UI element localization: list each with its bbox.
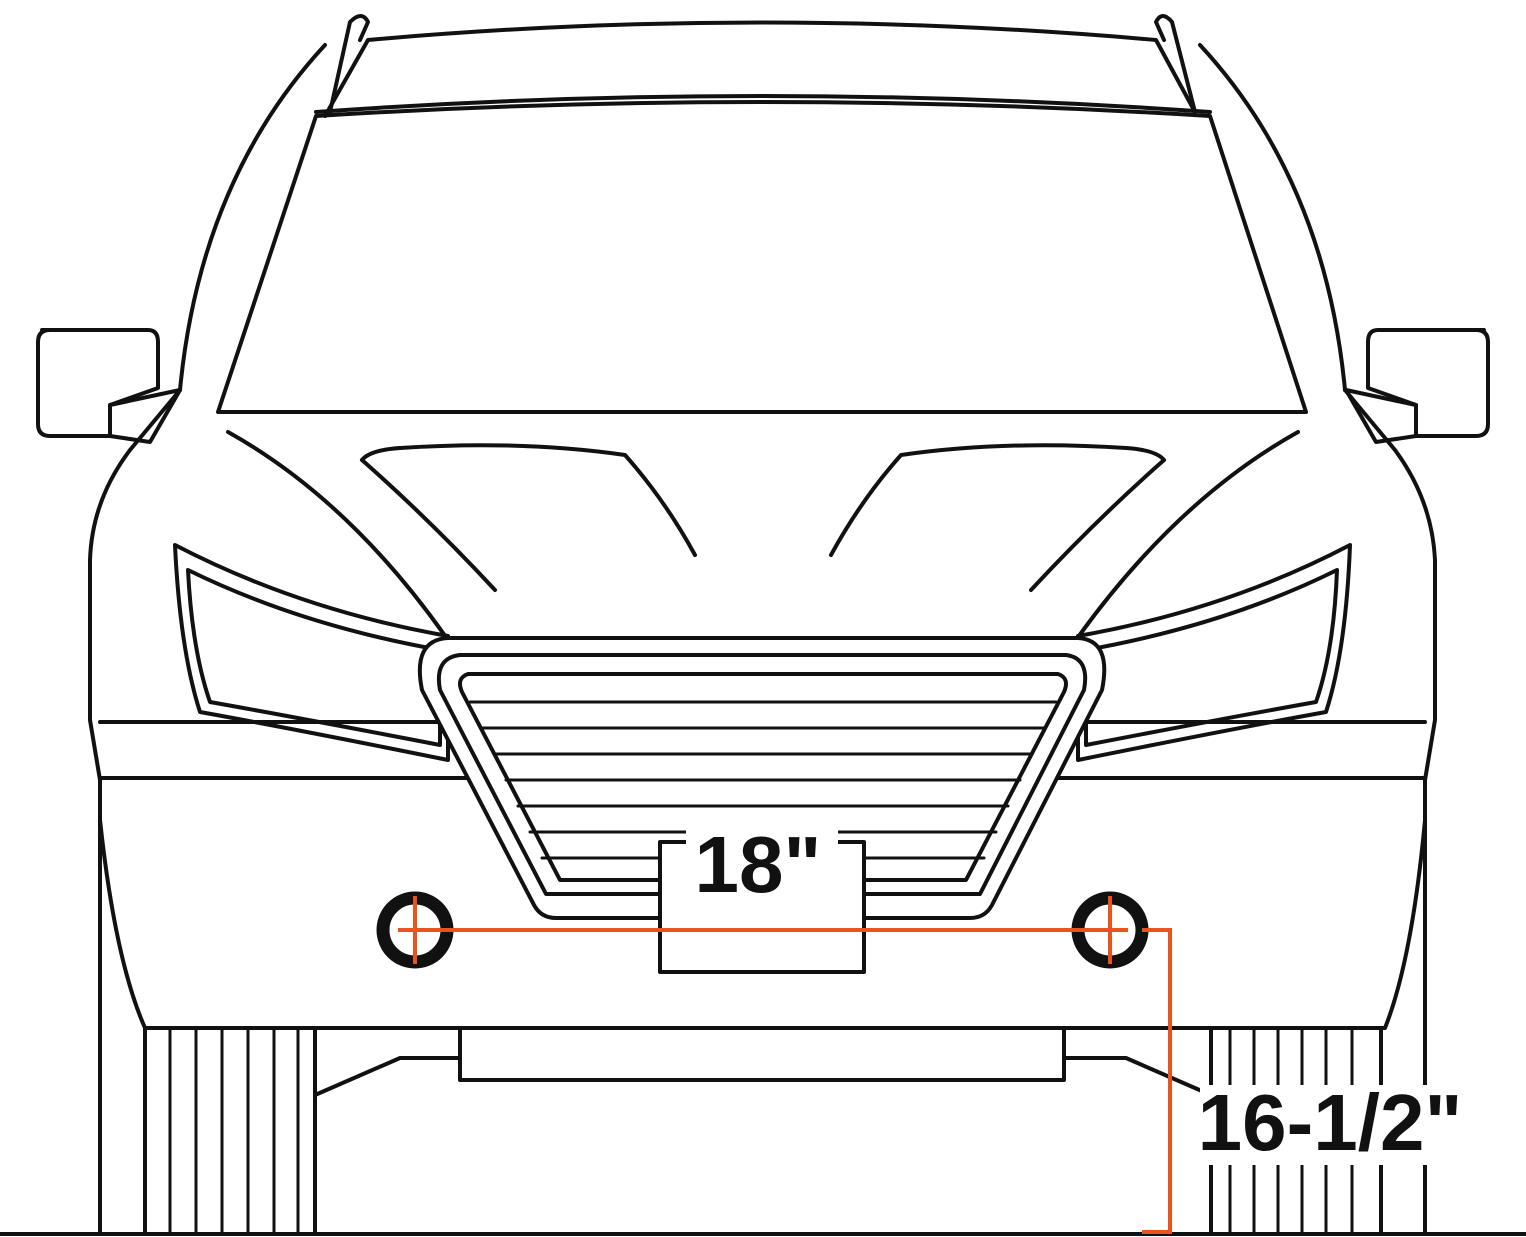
mirror-left xyxy=(36,328,182,444)
width-label: 18" xyxy=(695,820,822,909)
grille xyxy=(417,636,1107,920)
hood xyxy=(226,430,1300,642)
roof xyxy=(178,14,1347,392)
height-dimension-line xyxy=(1142,928,1172,1234)
height-label: 16-1/2" xyxy=(1198,1078,1463,1167)
tire-left xyxy=(143,1026,317,1234)
mirror-right xyxy=(1344,328,1490,444)
width-dimension-line xyxy=(398,896,1128,964)
width-label-bg xyxy=(686,820,838,908)
headlight-right xyxy=(1076,543,1352,762)
windshield xyxy=(216,100,1308,414)
lower-bumper xyxy=(313,1026,1213,1097)
headlight-left xyxy=(173,543,450,762)
height-label-bg xyxy=(1200,1085,1460,1165)
